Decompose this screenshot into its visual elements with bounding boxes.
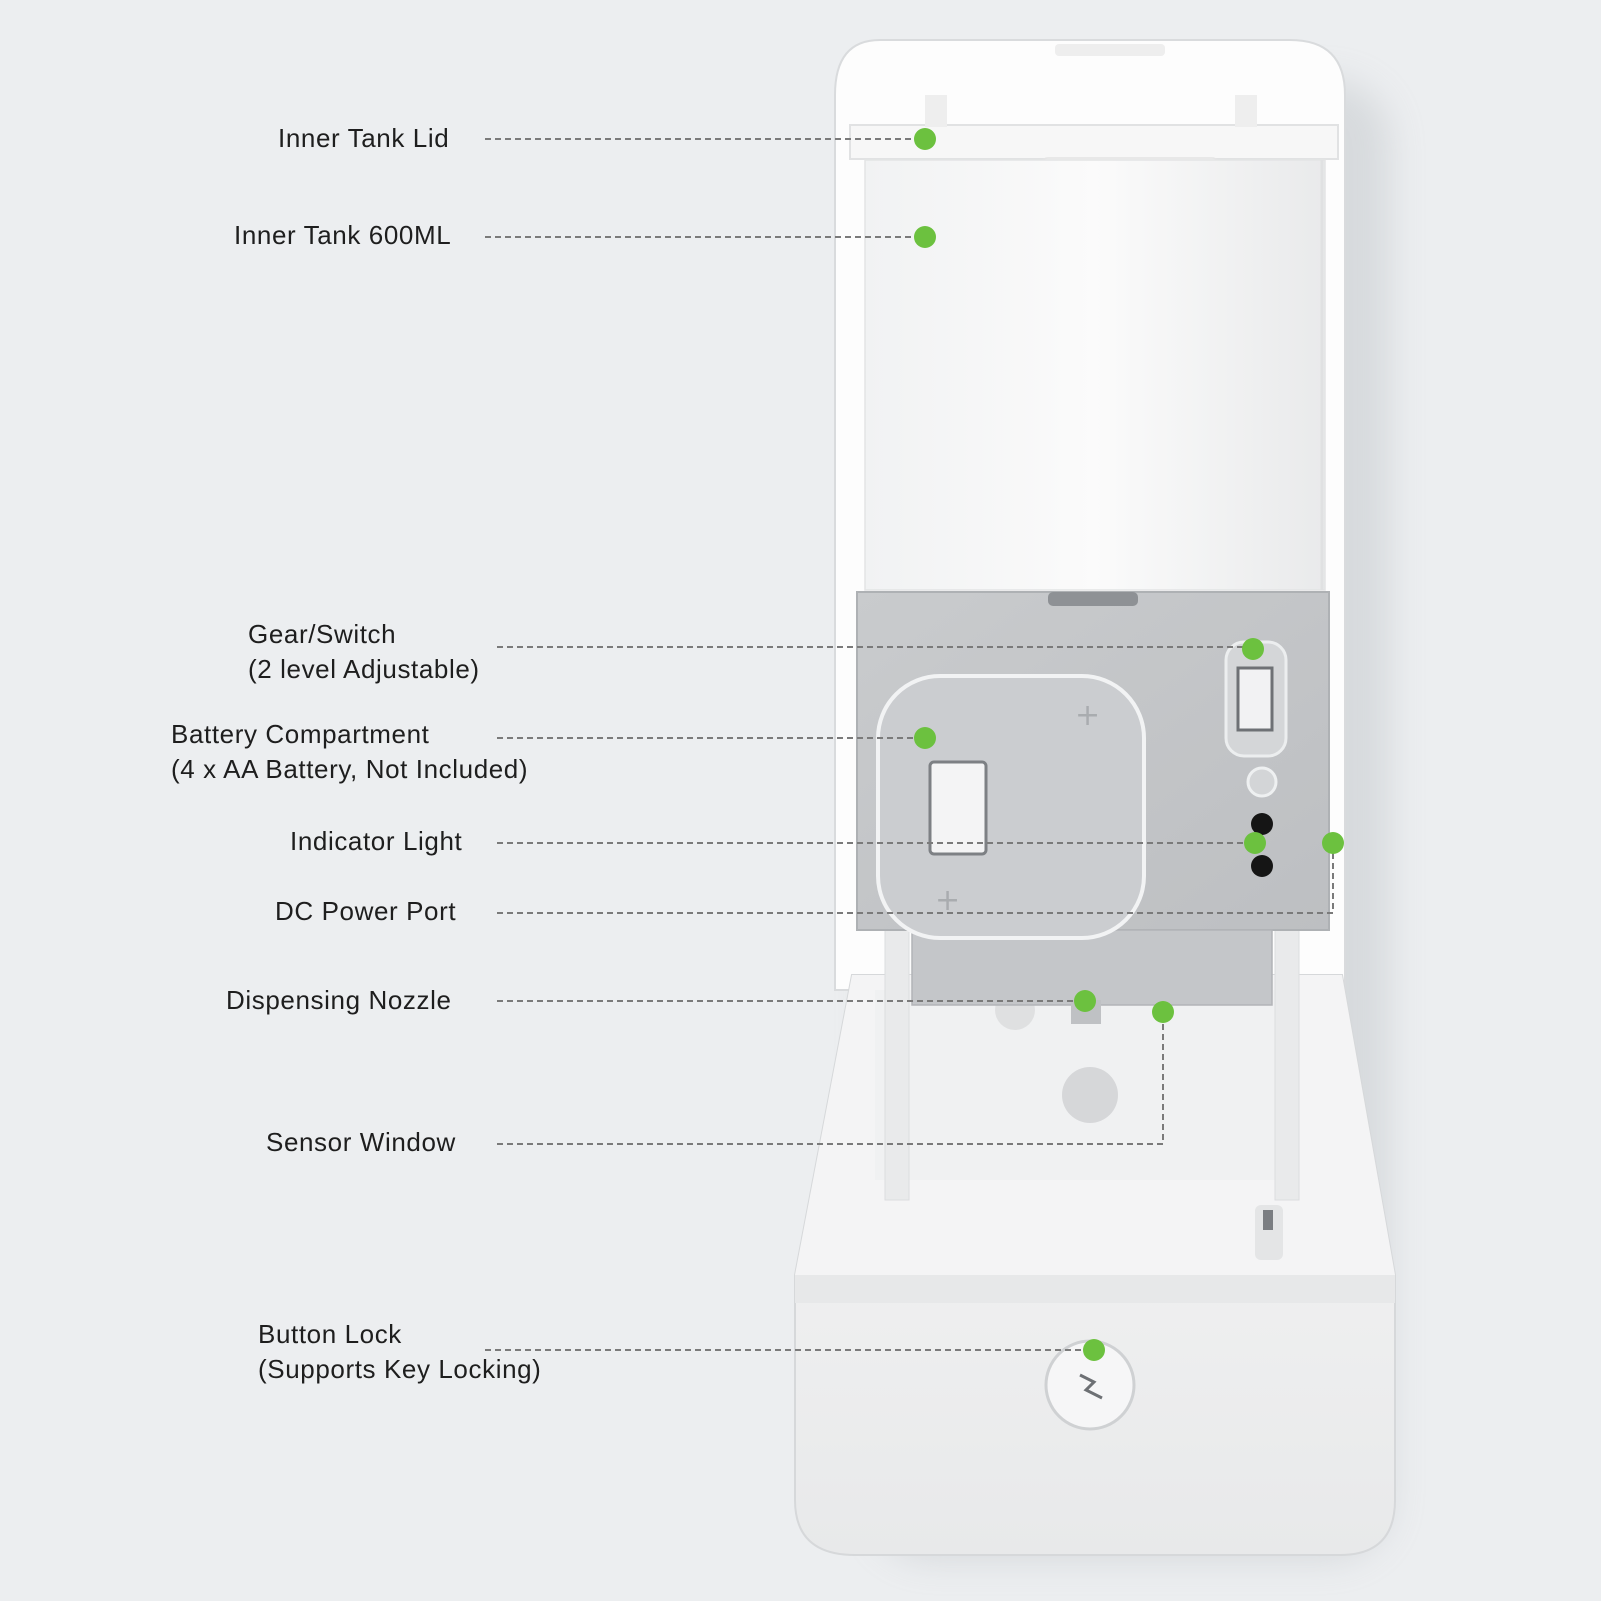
marker-button-lock bbox=[1083, 1339, 1105, 1361]
label-line: Sensor Window bbox=[266, 1127, 456, 1157]
label-line: Indicator Light bbox=[290, 826, 463, 856]
label-line: DC Power Port bbox=[275, 896, 457, 926]
markers bbox=[914, 128, 1344, 1361]
marker-sensor-window bbox=[1152, 1001, 1174, 1023]
label-line: Battery Compartment bbox=[171, 719, 430, 749]
label-dc-power-port: DC Power Port bbox=[275, 894, 456, 929]
leader-lines bbox=[485, 138, 1334, 1351]
indicator-light-part bbox=[1251, 813, 1273, 835]
label-line: Button Lock bbox=[258, 1319, 402, 1349]
label-line: Inner Tank 600ML bbox=[234, 220, 452, 250]
marker-gear-switch bbox=[1242, 638, 1264, 660]
label-battery-compartment: Battery Compartment (4 x AA Battery, Not… bbox=[171, 717, 528, 787]
label-gear-switch: Gear/Switch (2 level Adjustable) bbox=[248, 617, 480, 687]
marker-inner-tank-lid bbox=[914, 128, 936, 150]
label-line: Dispensing Nozzle bbox=[226, 985, 452, 1015]
leader-sensor-window bbox=[497, 1012, 1164, 1145]
svg-text:+: + bbox=[1075, 698, 1100, 733]
label-line: Gear/Switch bbox=[248, 619, 397, 649]
inner-tank-part bbox=[864, 159, 1326, 591]
label-line: (Supports Key Locking) bbox=[258, 1354, 542, 1384]
marker-dispensing-nozzle bbox=[1074, 990, 1096, 1012]
marker-dc-power-port bbox=[1322, 832, 1344, 854]
label-button-lock: Button Lock (Supports Key Locking) bbox=[258, 1317, 541, 1387]
label-line: (2 level Adjustable) bbox=[248, 654, 480, 684]
leader-dc-power-port bbox=[497, 843, 1334, 914]
label-line: (4 x AA Battery, Not Included) bbox=[171, 754, 529, 784]
battery-compartment-part bbox=[876, 674, 1146, 940]
label-sensor-window: Sensor Window bbox=[266, 1125, 456, 1160]
marker-indicator-light bbox=[1244, 832, 1266, 854]
label-line: Inner Tank Lid bbox=[278, 123, 450, 153]
label-inner-tank: Inner Tank 600ML bbox=[234, 218, 451, 253]
marker-battery-compartment bbox=[914, 727, 936, 749]
label-dispensing-nozzle: Dispensing Nozzle bbox=[226, 983, 452, 1018]
label-indicator-light: Indicator Light bbox=[290, 824, 462, 859]
label-inner-tank-lid: Inner Tank Lid bbox=[278, 121, 449, 156]
marker-inner-tank bbox=[914, 226, 936, 248]
